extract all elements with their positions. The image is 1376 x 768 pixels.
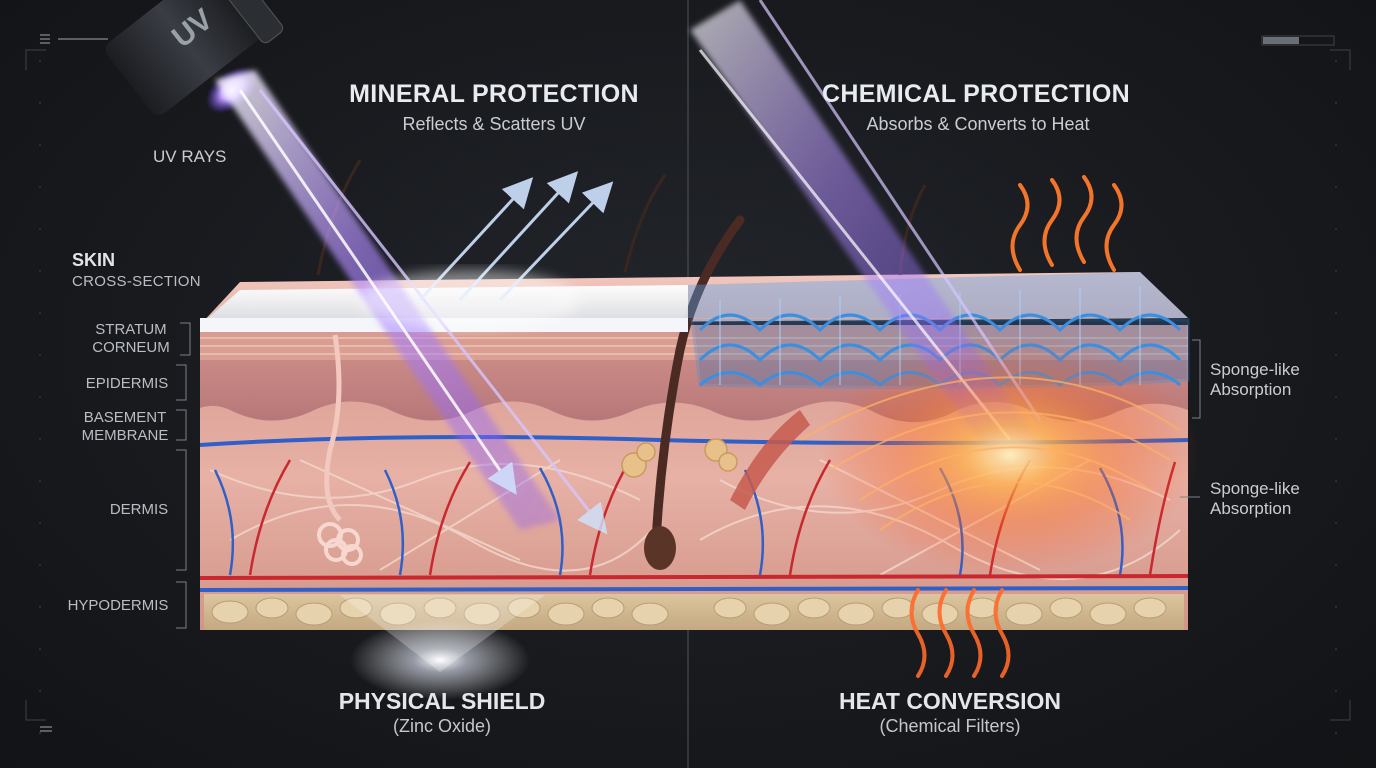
- layer-label-line: HYPODERMIS: [67, 597, 169, 614]
- layer-label-line: STRATUM: [95, 321, 167, 338]
- right-note-sponge-absorption-1: Sponge-like Absorption: [1210, 360, 1300, 400]
- mineral-title: MINERAL PROTECTION: [349, 80, 639, 108]
- right-note-line: Absorption: [1210, 499, 1292, 518]
- layer-label-epidermis: EPIDERMIS: [86, 375, 169, 393]
- chemical-title: CHEMICAL PROTECTION: [821, 80, 1131, 108]
- right-note-line: Absorption: [1210, 380, 1292, 399]
- skin-subtitle: CROSS-SECTION: [72, 273, 201, 290]
- layer-label-dermis: DERMIS: [110, 501, 168, 519]
- layer-label-hypodermis: HYPODERMIS: [68, 597, 169, 615]
- layer-label-line: EPIDERMIS: [85, 375, 169, 392]
- physical-shield-title: PHYSICAL SHIELD: [338, 688, 546, 714]
- layer-label-line: DERMIS: [109, 501, 169, 518]
- layer-label-line: CORNEUM: [92, 339, 170, 356]
- heat-conversion-title: HEAT CONVERSION: [839, 688, 1061, 714]
- layer-label-basement-membrane: BASEMENT MEMBRANE: [82, 409, 169, 445]
- chemical-subtitle: Absorbs & Converts to Heat: [866, 114, 1090, 134]
- right-note-sponge-absorption-2: Sponge-like Absorption: [1210, 479, 1300, 519]
- right-note-line: Sponge-like: [1210, 479, 1300, 498]
- uv-rays-label: UV RAYS: [153, 147, 227, 166]
- mineral-subtitle: Reflects & Scatters UV: [402, 114, 586, 134]
- layer-label-line: BASEMENT: [83, 409, 167, 426]
- layer-label-line: MEMBRANE: [81, 427, 169, 444]
- skin-title: SKIN: [72, 250, 116, 270]
- heat-conversion-subtitle: (Chemical Filters): [879, 716, 1021, 736]
- layer-label-stratum-corneum: STRATUM CORNEUM: [92, 321, 170, 357]
- physical-shield-subtitle: (Zinc Oxide): [392, 716, 492, 736]
- right-note-line: Sponge-like: [1210, 360, 1300, 379]
